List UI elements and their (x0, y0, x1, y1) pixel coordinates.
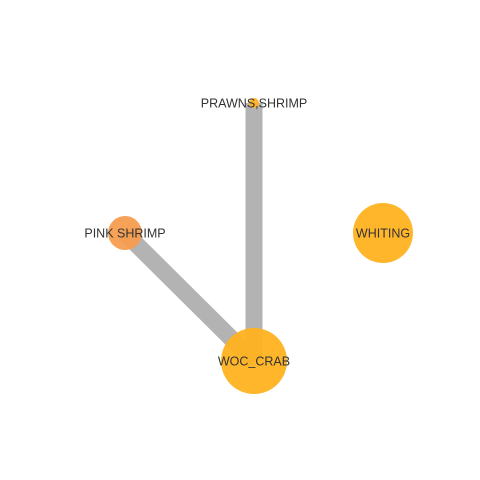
labels-layer: PRAWNS,SHRIMP PINK SHRIMP WHITING WOC_CRAB (84, 96, 410, 368)
node-label-pink: PINK SHRIMP (84, 226, 165, 240)
node-woc (221, 328, 287, 394)
node-label-woc: WOC_CRAB (218, 354, 290, 368)
node-label-prawns: PRAWNS,SHRIMP (201, 96, 308, 110)
nodes-layer (108, 98, 413, 394)
node-pink (108, 216, 142, 250)
node-prawns (249, 98, 259, 108)
node-whiting (353, 203, 413, 263)
node-label-whiting: WHITING (356, 226, 410, 240)
